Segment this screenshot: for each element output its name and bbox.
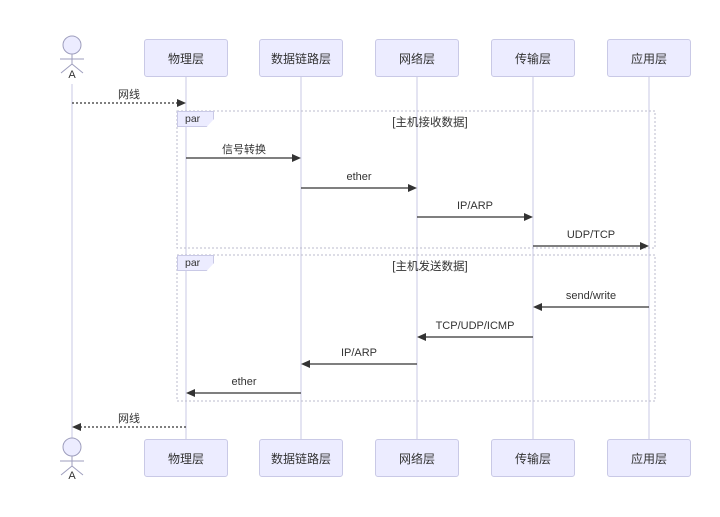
participant-box-network-layer-bottom: 网络层 — [375, 439, 459, 477]
participant-box-physical-layer-bottom: 物理层 — [144, 439, 228, 477]
message-label-ip-arp-up: IP/ARP — [456, 200, 494, 212]
arrow-ether-up — [301, 184, 417, 192]
participant-box-application-layer-top: 应用层 — [607, 39, 691, 77]
message-label-cable-out: 网线 — [118, 413, 140, 425]
arrow-ip-arp-down — [301, 360, 417, 368]
actor-head-top — [62, 35, 82, 55]
participant-label: 应用层 — [630, 51, 667, 66]
message-label-tcp-udp-icmp: TCP/UDP/ICMP — [435, 320, 515, 332]
arrow-tcp-udp-icmp — [417, 333, 533, 341]
message-label-send-write: send/write — [565, 290, 617, 302]
actor-label-top: A — [68, 69, 76, 81]
message-label-udp-tcp: UDP/TCP — [566, 229, 616, 241]
arrow-send-write — [533, 303, 649, 311]
participant-box-physical-layer-top: 物理层 — [144, 39, 228, 77]
participant-label: 网络层 — [398, 51, 435, 66]
actor-figure-top — [60, 35, 84, 74]
participant-box-application-layer-bottom: 应用层 — [607, 439, 691, 477]
message-label-cable-in: 网线 — [118, 89, 140, 101]
participant-box-transport-layer-bottom: 传输层 — [491, 439, 575, 477]
actor-head-bottom — [62, 437, 82, 457]
participant-label: 网络层 — [398, 451, 435, 466]
arrow-signal-convert — [186, 154, 301, 162]
par-condition-send: [主机发送数据] — [392, 261, 468, 273]
arrow-ether-down — [186, 389, 301, 397]
lifelines — [71, 77, 650, 439]
participant-label: 物理层 — [167, 451, 204, 466]
participant-box-data-link-layer-top: 数据链路层 — [259, 39, 343, 77]
arrow-ip-arp-up — [417, 213, 533, 221]
participant-label: 传输层 — [514, 451, 551, 466]
message-label-signal-convert: 信号转换 — [222, 144, 266, 156]
participant-label: 数据链路层 — [270, 51, 331, 66]
participant-box-data-link-layer-bottom: 数据链路层 — [259, 439, 343, 477]
participant-label: 传输层 — [514, 51, 551, 66]
participant-box-network-layer-top: 网络层 — [375, 39, 459, 77]
par-keyword-send: par — [177, 255, 214, 271]
participant-label: 应用层 — [630, 451, 667, 466]
message-label-ether-down: ether — [231, 376, 257, 388]
message-arrows — [72, 99, 649, 431]
par-keyword-receive: par — [177, 111, 214, 127]
message-label-ip-arp-down: IP/ARP — [340, 347, 378, 359]
arrow-udp-tcp — [533, 242, 649, 250]
message-label-ether-up: ether — [346, 171, 372, 183]
participant-label: 物理层 — [167, 51, 204, 66]
par-condition-receive: [主机接收数据] — [392, 117, 468, 129]
par-frame-receive — [176, 110, 656, 249]
par-frames — [176, 110, 656, 402]
participant-box-transport-layer-top: 传输层 — [491, 39, 575, 77]
actor-figure-bottom — [60, 437, 84, 476]
participant-label: 数据链路层 — [270, 451, 331, 466]
arrow-cable-in — [72, 99, 186, 107]
arrow-cable-out — [72, 423, 186, 431]
actor-label-bottom: A — [68, 470, 76, 482]
